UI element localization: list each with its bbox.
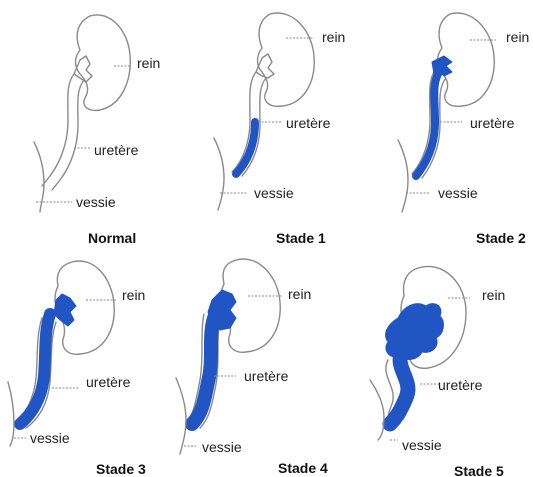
reflux-fill [386,304,444,424]
kidney-label: rein [482,287,505,303]
kidney-label: rein [137,55,160,71]
ureter-label: uretère [470,115,515,131]
panel-caption: Stade 2 [476,230,526,246]
bladder-outline [8,382,14,446]
kidney-label: rein [122,287,145,303]
panel-caption: Stade 3 [96,461,146,477]
panel-caption: Stade 4 [278,460,328,476]
ureter-label: uretère [438,377,483,393]
panel-caption: Stade 5 [454,463,504,477]
kidney-outline [76,15,131,110]
panel-stade-3: rein uretère vessie Stade 3 [8,261,146,477]
reflux-fill [192,290,236,424]
bladder-label: vessie [30,430,70,446]
bladder-outline [370,380,384,440]
bladder-label: vessie [438,185,478,201]
bladder-outline [176,378,186,454]
kidney-label: rein [288,286,311,302]
ureter-label: uretère [244,368,289,384]
panel-caption: Normal [88,230,136,246]
panel-stade-1: rein uretère vessie Stade 1 [214,13,345,246]
ureter-label: uretère [286,115,331,131]
ureter-label: uretère [86,374,131,390]
panel-stade-2: rein uretère vessie Stade 2 [398,13,529,246]
bladder-outline [214,138,224,210]
kidney-label: rein [506,29,529,45]
bladder-label: vessie [402,437,442,453]
kidney-label: rein [322,29,345,45]
bladder-label: vessie [254,185,294,201]
panel-normal: rein uretère vessie Normal [34,15,160,246]
bladder-outline [34,142,44,212]
bladder-label: vessie [76,194,116,210]
kidney-outline [258,13,315,106]
ureter-label: uretère [94,142,139,158]
renal-pelvis [256,54,274,78]
ureter-tube [42,74,84,190]
bladder-label: vessie [202,439,242,455]
panel-caption: Stade 1 [276,230,326,246]
panel-stade-5: rein uretère vessie Stade 5 [370,266,505,477]
panel-stade-4: rein uretère vessie Stade 4 [176,259,328,476]
bladder-outline [398,140,408,212]
